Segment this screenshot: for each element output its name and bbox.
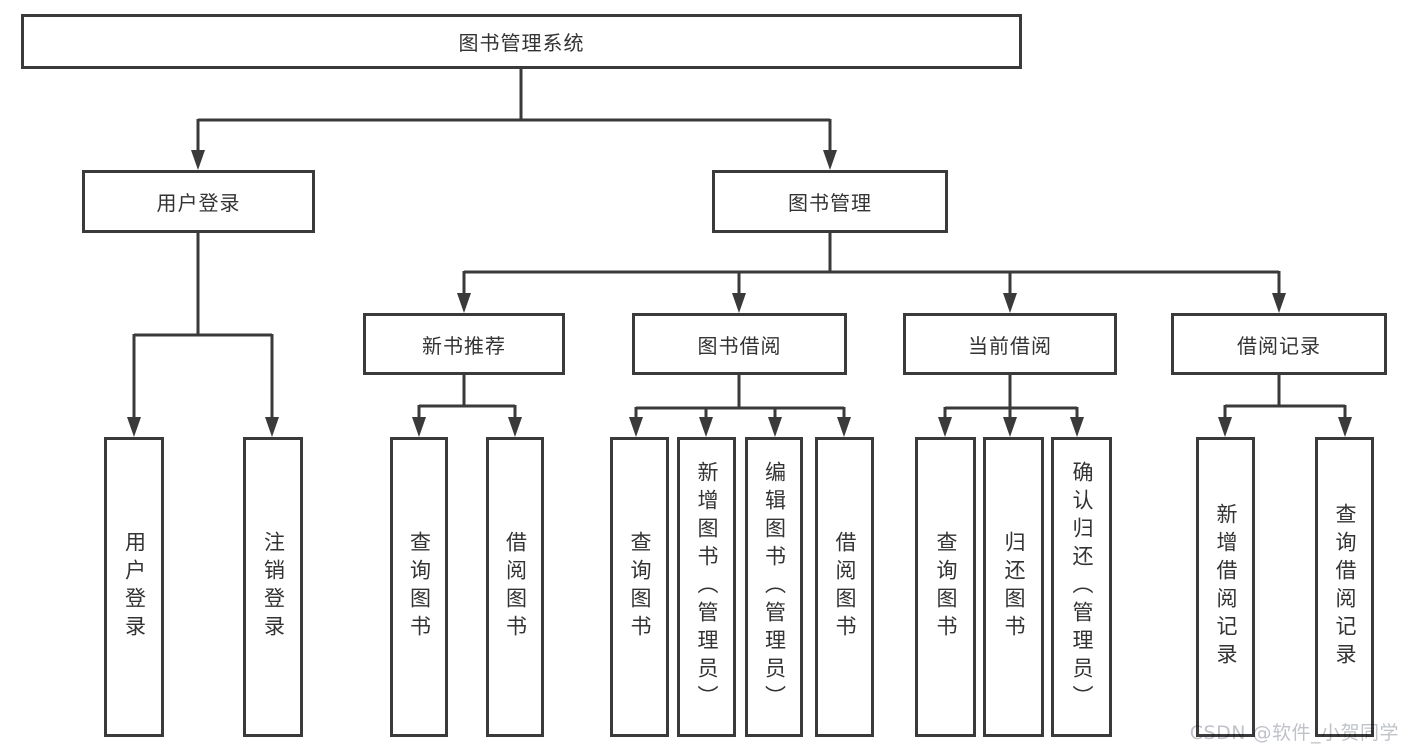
node-label: 借阅图书 — [503, 531, 528, 643]
node-label: 当前借阅 — [968, 333, 1052, 358]
node-label: 新增图书（管理员） — [695, 461, 719, 713]
leaf-add-borrow-record: 新增借阅记录 — [1196, 437, 1255, 737]
node-current-borrowing: 当前借阅 — [903, 313, 1117, 375]
leaf-borrow-books-recommend: 借阅图书 — [486, 437, 544, 737]
node-label: 图书管理系统 — [458, 31, 585, 55]
node-label: 注销登录 — [261, 531, 286, 643]
node-library-system: 图书管理系统 — [21, 14, 1022, 69]
node-label: 图书管理 — [788, 191, 872, 215]
leaf-user-login: 用户登录 — [104, 437, 164, 737]
leaf-edit-books-admin: 编辑图书（管理员） — [745, 437, 803, 737]
leaf-borrow-books-borrowing: 借阅图书 — [815, 437, 874, 737]
node-label: 图书借阅 — [697, 333, 782, 358]
csdn-watermark: CSDN @软件_小贺同学 — [1189, 722, 1399, 744]
leaf-confirm-return-admin: 确认归还（管理员） — [1051, 437, 1112, 737]
node-label: 用户登录 — [156, 191, 241, 215]
leaf-logout: 注销登录 — [243, 437, 303, 737]
node-book-borrowing: 图书借阅 — [632, 313, 847, 375]
node-new-book-recommend: 新书推荐 — [363, 313, 565, 375]
node-label: 查询图书 — [934, 531, 958, 643]
node-label: 新书推荐 — [422, 333, 506, 358]
node-label: 编辑图书（管理员） — [762, 461, 787, 713]
leaf-query-books-current: 查询图书 — [915, 437, 976, 737]
node-label: 借阅记录 — [1237, 333, 1321, 358]
leaf-query-borrow-record: 查询借阅记录 — [1315, 437, 1374, 737]
node-label: 借阅图书 — [833, 531, 857, 643]
node-label: 新增借阅记录 — [1214, 503, 1238, 671]
leaf-query-books-recommend: 查询图书 — [390, 437, 448, 737]
node-label: 查询图书 — [407, 531, 432, 643]
node-book-management: 图书管理 — [712, 170, 948, 233]
node-label: 用户登录 — [122, 531, 147, 643]
node-label: 查询借阅记录 — [1333, 503, 1357, 671]
leaf-query-books-borrowing: 查询图书 — [610, 437, 669, 737]
node-label: 查询图书 — [628, 531, 652, 643]
leaf-add-books-admin: 新增图书（管理员） — [677, 437, 736, 737]
node-label: 确认归还（管理员） — [1070, 461, 1094, 713]
leaf-return-books: 归还图书 — [983, 437, 1044, 737]
node-borrowing-records: 借阅记录 — [1171, 313, 1387, 375]
node-label: 归还图书 — [1002, 531, 1026, 643]
node-user-login: 用户登录 — [82, 170, 315, 233]
